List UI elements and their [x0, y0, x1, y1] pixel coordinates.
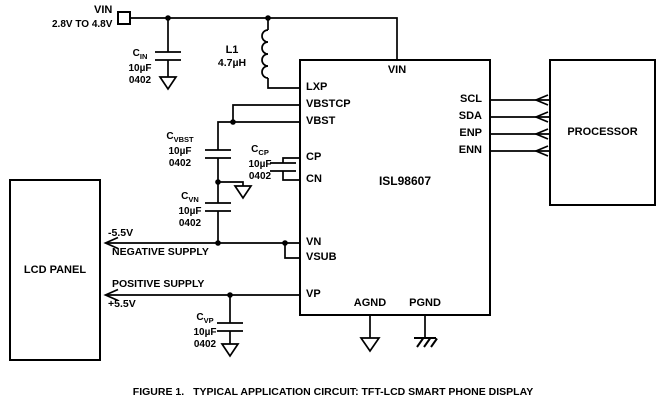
- ic-part-number: ISL98607: [378, 174, 432, 188]
- lcd-panel-box: [9, 179, 101, 361]
- cvp-ground-icon: [220, 343, 240, 358]
- wire-vin-rail: [130, 17, 398, 60]
- figure-title: TYPICAL APPLICATION CIRCUIT: TFT-LCD SMA…: [193, 386, 534, 398]
- pin-vn: VN: [306, 236, 322, 248]
- positive-voltage-label: +5.5V: [108, 298, 136, 310]
- positive-supply-arrow-icon: [103, 288, 119, 302]
- wire-vbst: [217, 121, 300, 150]
- ccp-ref: CCP: [251, 144, 269, 157]
- wire-mid-ground-stub: [218, 181, 244, 186]
- pin-enp: ENP: [459, 127, 482, 139]
- cvn-label: CVN 10µF 0402: [168, 191, 212, 230]
- pin-vin: VIN: [387, 64, 407, 76]
- inductor-value: 4.7µH: [217, 56, 247, 69]
- cvp-value: 10µF: [193, 327, 217, 338]
- inductor-symbol: [261, 29, 269, 79]
- cvn-value: 10µF: [178, 206, 202, 217]
- vin-range-label: 2.8V TO 4.8V: [52, 19, 113, 30]
- ccp-package: 0402: [248, 171, 272, 182]
- cvn-package: 0402: [178, 218, 202, 229]
- cin-ground-icon: [158, 76, 178, 91]
- cvp-label: CVP 10µF 0402: [183, 312, 227, 351]
- cap-cvbst-symbol: [205, 149, 231, 159]
- pin-pgnd: PGND: [409, 297, 441, 309]
- ccp-label: CCP 10µF 0402: [238, 144, 282, 183]
- wire-vsub: [284, 243, 300, 259]
- pin-vp: VP: [306, 288, 321, 300]
- agnd-ground-icon: [359, 337, 381, 353]
- pin-lxp: LXP: [306, 81, 328, 93]
- pin-vbst: VBST: [306, 115, 336, 127]
- cvbst-value: 10µF: [168, 146, 192, 157]
- wires-control: [490, 99, 550, 152]
- figure-number: FIGURE 1.: [132, 386, 185, 398]
- vin-source-label: VIN: [94, 4, 113, 16]
- cvp-ref: CVP: [196, 312, 214, 325]
- pin-vsub: VSUB: [306, 251, 337, 263]
- pin-enn: ENN: [458, 144, 482, 156]
- vin-terminal-icon: [117, 11, 131, 25]
- negative-voltage-label: -5.5V: [108, 227, 134, 239]
- enn-arrow-icon: [533, 145, 549, 157]
- cin-package: 0402: [128, 75, 152, 86]
- pin-cp: CP: [306, 151, 322, 163]
- pin-vbstcp: VBSTCP: [306, 98, 351, 110]
- cin-label: CIN 10µF 0402: [118, 48, 162, 87]
- wire-cp: [282, 157, 300, 163]
- ic-outline: [299, 59, 491, 316]
- inductor-label: L1 4.7µH: [208, 44, 256, 69]
- pin-agnd: AGND: [353, 297, 387, 309]
- enp-arrow-icon: [533, 128, 549, 140]
- pin-scl: SCL: [460, 93, 482, 105]
- negative-supply-arrow-icon: [103, 236, 119, 250]
- cin-ref: CIN: [132, 48, 148, 61]
- processor-box: [549, 59, 656, 206]
- cvbst-label: CVBST 10µF 0402: [155, 131, 205, 170]
- cvn-ref: CVN: [181, 191, 199, 204]
- positive-supply-label: POSITIVE SUPPLY: [112, 278, 205, 290]
- scl-arrow-icon: [533, 94, 549, 106]
- mid-ground-icon: [233, 185, 253, 200]
- pin-cn: CN: [306, 173, 322, 185]
- junction-dots: [165, 15, 288, 298]
- cvbst-ref: CVBST: [166, 131, 194, 144]
- lcd-panel-label: LCD PANEL: [23, 264, 87, 276]
- cvbst-package: 0402: [168, 158, 192, 169]
- wire-vbstcp: [232, 104, 300, 122]
- processor-label: PROCESSOR: [567, 126, 638, 138]
- wire-cn: [282, 171, 300, 181]
- figure-caption: FIGURE 1. TYPICAL APPLICATION CIRCUIT: T…: [0, 386, 666, 398]
- wire-lxp: [267, 78, 300, 89]
- wires: [103, 17, 550, 344]
- sda-arrow-icon: [533, 111, 549, 123]
- pgnd-ground-icon: [414, 337, 438, 348]
- pin-sda: SDA: [458, 110, 482, 122]
- ccp-value: 10µF: [248, 159, 272, 170]
- cin-value: 10µF: [128, 63, 152, 74]
- negative-supply-label: NEGATIVE SUPPLY: [112, 246, 209, 258]
- earth-grounds: [158, 76, 381, 358]
- inductor-ref: L1: [225, 44, 239, 56]
- cvp-package: 0402: [193, 339, 217, 350]
- block-outlines: [9, 11, 656, 361]
